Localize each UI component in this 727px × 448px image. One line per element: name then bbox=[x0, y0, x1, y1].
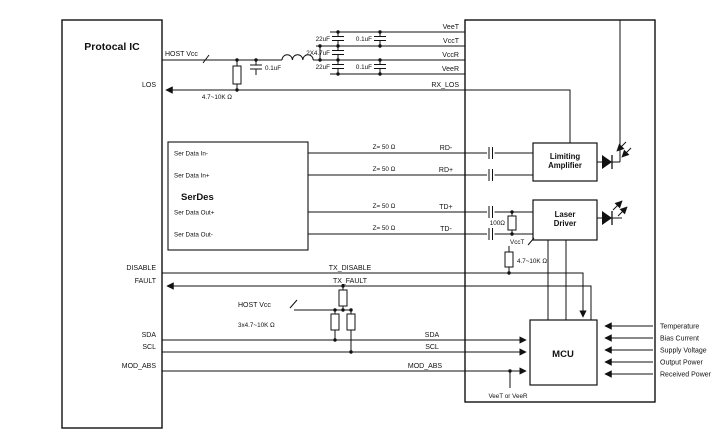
mcu-monitor-arrows: Temperature Bias Current Supply Voltage … bbox=[604, 322, 712, 379]
z50-label: Z= 50 Ω bbox=[373, 166, 396, 173]
serdes-pin-in-minus: Ser Data In- bbox=[174, 151, 208, 158]
ic-pin-disable: DISABLE bbox=[126, 265, 156, 272]
los-pullup-network bbox=[232, 60, 262, 90]
capacitor-icon bbox=[332, 32, 344, 74]
ic-pin-labels: LOS DISABLE FAULT SDA SCL MOD_ABS bbox=[122, 82, 157, 370]
triple-pullup-value: 3x4.7~10K Ω bbox=[238, 322, 275, 329]
highspeed-wires bbox=[308, 147, 533, 240]
power-rail-wires bbox=[162, 31, 465, 75]
vee-note-label: VeeT or VeeR bbox=[488, 393, 528, 400]
monitor-temperature-label: Temperature bbox=[660, 324, 699, 331]
driver-mcu-wires bbox=[547, 240, 567, 320]
ic-pin-fault: FAULT bbox=[135, 278, 157, 285]
capacitor-icon bbox=[374, 32, 386, 46]
host-vcc-lower-label: HOST Vcc bbox=[238, 302, 271, 309]
cap-value-0.1uf: 0.1uF bbox=[356, 36, 372, 43]
host-vcc-flag-icon bbox=[202, 54, 210, 64]
resistor-icon bbox=[504, 251, 514, 268]
junction-dots bbox=[235, 30, 514, 373]
photodiode-icon bbox=[597, 20, 632, 169]
sda-net-label: SDA bbox=[425, 332, 440, 339]
cap-value-22uf: 22uF bbox=[316, 64, 331, 71]
block-outlines bbox=[61, 19, 656, 429]
laser-diode-icon bbox=[597, 200, 628, 225]
ic-pin-sda: SDA bbox=[142, 332, 157, 339]
vcct-pullup: VccT 4.7~10K Ω bbox=[504, 237, 547, 273]
tx-disable-wire bbox=[162, 272, 587, 318]
rail-veer-label: VeeR bbox=[442, 66, 459, 73]
los-pullup-value: 4.7~10K Ω bbox=[202, 94, 232, 101]
z50-label: Z= 50 Ω bbox=[373, 144, 396, 151]
ferrite-inductor-icon bbox=[281, 54, 314, 61]
rail-vcct-label: VccT bbox=[443, 38, 460, 45]
rail-veet-label: VeeT bbox=[443, 24, 460, 31]
rd-minus-label: RD- bbox=[440, 145, 453, 152]
cap-value-0.1uf: 0.1uF bbox=[265, 65, 281, 72]
ic-pin-los: LOS bbox=[142, 82, 156, 89]
laser-driver-box bbox=[532, 199, 598, 241]
monitor-received-power-label: Received Power bbox=[660, 372, 712, 379]
resistor-icon bbox=[338, 289, 348, 307]
i2c-pullup-network: HOST Vcc 3x4.7~10K Ω bbox=[238, 286, 356, 352]
tx-disable-label: TX_DISABLE bbox=[329, 265, 372, 272]
control-net-labels: TX_DISABLE TX_FAULT SDA SCL MOD_ABS VeeT… bbox=[329, 265, 528, 400]
resistor-icon bbox=[507, 215, 517, 231]
resistor-icon bbox=[232, 65, 242, 85]
mcu-box bbox=[529, 319, 598, 386]
ic-pin-scl: SCL bbox=[142, 344, 156, 351]
rd-plus-label: RD+ bbox=[439, 167, 453, 174]
rx-los-wire bbox=[165, 86, 571, 143]
capacitor-icon bbox=[250, 60, 262, 75]
mod-abs-net-label: MOD_ABS bbox=[408, 363, 443, 370]
cap-value-2x4.7uf: 2X4.7uF bbox=[306, 50, 330, 57]
scl-net-label: SCL bbox=[425, 344, 439, 351]
protocol-ic-title: Protocal IC bbox=[84, 41, 140, 53]
laser-driver-title-1: Laser bbox=[555, 210, 576, 219]
serdes-title: SerDes bbox=[181, 192, 214, 203]
serdes-pin-out-minus: Ser Data Out- bbox=[174, 232, 213, 239]
rail-vccr-label: VccR bbox=[442, 52, 459, 59]
protocol-ic-box bbox=[61, 19, 163, 429]
host-vcc-label: HOST Vcc bbox=[165, 51, 198, 58]
power-labels: HOST Vcc 4.7~10K Ω 0.1uF 22uF 2X4.7uF 22… bbox=[165, 24, 460, 101]
monitor-supply-voltage-label: Supply Voltage bbox=[660, 348, 707, 355]
vcct-flag-label: VccT bbox=[510, 239, 524, 246]
mcu-title: MCU bbox=[552, 349, 574, 360]
host-vcc-flag-icon bbox=[289, 299, 298, 309]
serdes-box bbox=[167, 141, 309, 251]
capacitor-icon bbox=[374, 60, 386, 74]
cap-value-22uf: 22uF bbox=[316, 36, 331, 43]
resistor-icon bbox=[346, 313, 356, 331]
laser-driver-title-2: Driver bbox=[554, 219, 577, 228]
tx-fault-label: TX_FAULT bbox=[333, 278, 368, 285]
tx-fault-wire bbox=[166, 282, 592, 320]
z50-label: Z= 50 Ω bbox=[373, 203, 396, 210]
termination-value: 100Ω bbox=[490, 220, 506, 227]
serdes-pin-labels: Ser Data In- Ser Data In+ Ser Data Out+ … bbox=[174, 151, 215, 239]
vcct-pullup-value: 4.7~10K Ω bbox=[517, 258, 547, 265]
control-wires bbox=[162, 272, 592, 388]
rx-los-net-label: RX_LOS bbox=[431, 82, 459, 89]
highspeed-net-labels: Z= 50 Ω Z= 50 Ω Z= 50 Ω Z= 50 Ω RD- RD+ … bbox=[373, 144, 506, 233]
ic-pin-mod-abs: MOD_ABS bbox=[122, 363, 157, 370]
serdes-pin-out-plus: Ser Data Out+ bbox=[174, 210, 215, 217]
z50-label: Z= 50 Ω bbox=[373, 225, 396, 232]
serdes-pin-in-plus: Ser Data In+ bbox=[174, 173, 210, 180]
monitor-bias-current-label: Bias Current bbox=[660, 336, 699, 343]
block-titles: Protocal IC SerDes Limiting Amplifier La… bbox=[84, 41, 582, 360]
monitor-output-power-label: Output Power bbox=[660, 360, 703, 367]
vcct-flag-icon bbox=[527, 237, 535, 246]
resistor-icon bbox=[330, 313, 340, 331]
cap-value-0.1uf: 0.1uF bbox=[356, 64, 372, 71]
td-plus-label: TD+ bbox=[439, 204, 452, 211]
td-minus-label: TD- bbox=[440, 226, 452, 233]
limiting-amplifier-title-1: Limiting bbox=[550, 152, 581, 161]
limiting-amplifier-title-2: Amplifier bbox=[548, 161, 582, 170]
